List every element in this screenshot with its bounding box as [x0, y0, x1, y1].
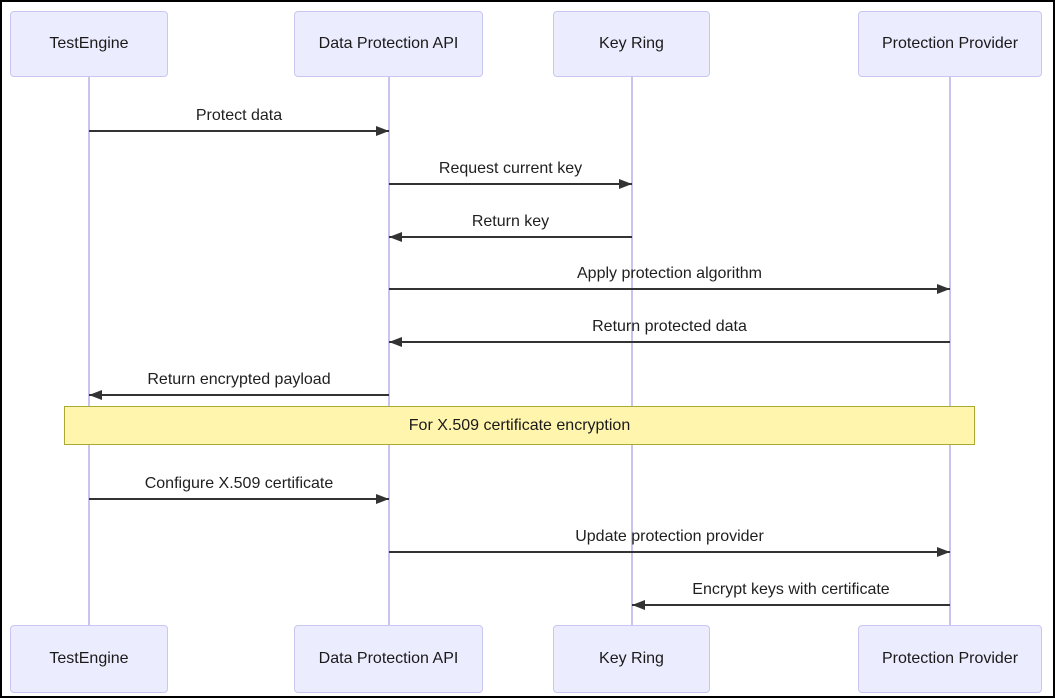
message-encrypt-keys-with-certificate: Encrypt keys with certificate [632, 578, 950, 610]
actor-label: Key Ring [599, 650, 664, 667]
message-line [389, 337, 950, 347]
message-label: Configure X.509 certificate [144, 475, 334, 492]
lifeline-testengine [88, 77, 90, 625]
arrowhead-right-icon [937, 284, 950, 294]
message-request-current-key: Request current key [389, 157, 632, 189]
message-return-key: Return key [389, 210, 632, 242]
actor-protection-provider-bottom: Protection Provider [858, 625, 1042, 693]
actor-label: Protection Provider [881, 650, 1019, 667]
actor-testengine-bottom: TestEngine [10, 625, 168, 693]
actor-protection-provider-top: Protection Provider [858, 11, 1042, 77]
actor-data-protection-api-bottom: Data Protection API [294, 625, 483, 693]
message-line [89, 126, 389, 136]
arrowhead-right-icon [937, 547, 950, 557]
actor-label: Protection Provider [881, 35, 1019, 52]
arrowhead-right-icon [619, 179, 632, 189]
message-line [389, 547, 950, 557]
actor-label: Key Ring [599, 35, 664, 52]
message-line [389, 179, 632, 189]
actor-key-ring-top: Key Ring [553, 11, 710, 77]
actor-label: Data Protection API [318, 650, 459, 667]
lifeline-data-protection-api [388, 77, 390, 625]
arrowhead-left-icon [389, 337, 402, 347]
message-configure-x509-certificate: Configure X.509 certificate [89, 472, 389, 504]
arrowhead-right-icon [376, 494, 389, 504]
message-label: Apply protection algorithm [577, 265, 762, 282]
message-label: Return encrypted payload [147, 371, 331, 388]
message-label: Update protection provider [575, 528, 764, 545]
arrowhead-left-icon [389, 232, 402, 242]
message-line [389, 284, 950, 294]
message-line [389, 232, 632, 242]
message-label: Request current key [438, 160, 583, 177]
message-protect-data: Protect data [89, 104, 389, 136]
message-line [89, 390, 389, 400]
note-x509-certificate-encryption: For X.509 certificate encryption [64, 406, 975, 445]
message-apply-protection-algorithm: Apply protection algorithm [389, 262, 950, 294]
message-label: Return protected data [592, 318, 747, 335]
arrowhead-left-icon [89, 390, 102, 400]
message-line [89, 494, 389, 504]
message-label: Encrypt keys with certificate [692, 581, 890, 598]
arrowhead-left-icon [632, 600, 645, 610]
note-label: For X.509 certificate encryption [408, 416, 631, 434]
message-return-protected-data: Return protected data [389, 315, 950, 347]
actor-key-ring-bottom: Key Ring [553, 625, 710, 693]
message-label: Return key [471, 213, 550, 230]
actor-label: Data Protection API [318, 35, 459, 52]
arrowhead-right-icon [376, 126, 389, 136]
lifeline-protection-provider [949, 77, 951, 625]
message-label: Protect data [195, 107, 283, 124]
message-line [632, 600, 950, 610]
actor-label: TestEngine [49, 650, 129, 667]
actor-testengine-top: TestEngine [10, 11, 168, 77]
actor-label: TestEngine [49, 35, 129, 52]
lifeline-key-ring [631, 77, 633, 625]
actor-data-protection-api-top: Data Protection API [294, 11, 483, 77]
message-update-protection-provider: Update protection provider [389, 525, 950, 557]
message-return-encrypted-payload: Return encrypted payload [89, 368, 389, 400]
